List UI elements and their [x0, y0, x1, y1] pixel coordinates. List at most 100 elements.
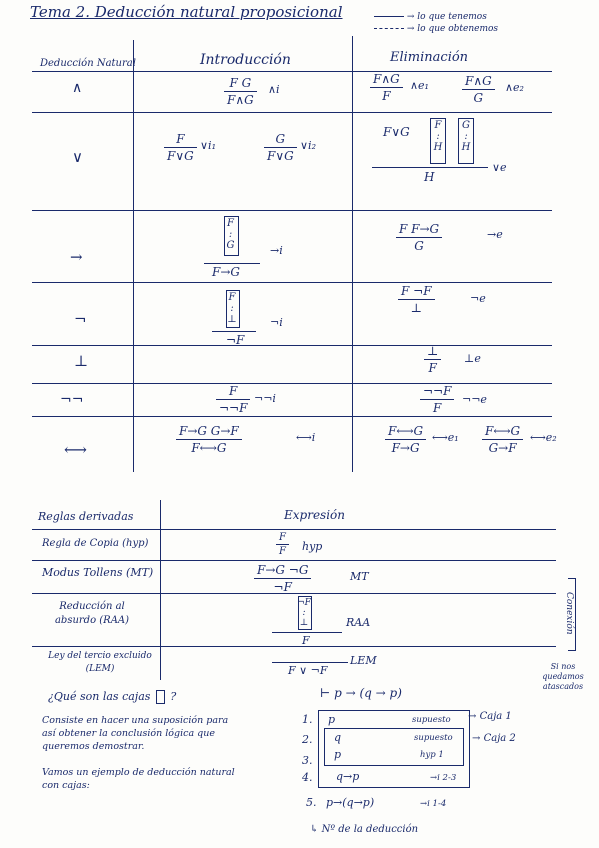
rule-name-lem: Ley del tercio excluido (LEM)	[48, 651, 152, 674]
raa-box-text: ¬F : ⊥	[296, 598, 312, 628]
denominator: F∨G	[267, 149, 294, 163]
rule-label: ¬e	[470, 292, 486, 305]
rule-name-hyp: Regla de Copia (hyp)	[42, 538, 149, 549]
line-rule: supuesto	[414, 733, 453, 743]
box-line: G	[226, 240, 235, 251]
denominator: G	[414, 239, 424, 253]
question-text: ¿Qué son las cajas	[48, 690, 151, 703]
question-tail: ?	[170, 690, 177, 703]
row-line	[32, 416, 552, 417]
op-not: ¬	[74, 310, 87, 328]
line-formula: p	[334, 748, 342, 761]
fraction-bar	[396, 237, 443, 238]
fraction-bar	[385, 439, 427, 440]
fraction-bar	[254, 578, 312, 579]
hyp-expression: F F	[276, 532, 289, 557]
iff-intro: F→G G→F F⟷G	[176, 424, 242, 455]
rule-label: →e	[487, 228, 503, 241]
not-intro-box	[226, 290, 240, 328]
caja-2-label: → Caja 2	[472, 733, 516, 744]
denominator: F	[382, 89, 391, 103]
op-iff: ⟷	[64, 440, 87, 459]
fraction-bar	[276, 544, 289, 545]
op-implies: →	[70, 248, 83, 266]
or-elim-box-1-text: F : H	[431, 120, 445, 153]
rule-label: ∨i₁	[200, 139, 216, 152]
or-intro-1: F F∨G	[164, 132, 197, 163]
iff-elim-1: F⟷G F→G	[385, 424, 427, 455]
page-title: Tema 2. Deducción natural proposicional	[30, 3, 343, 21]
line-number: 1.	[302, 713, 313, 726]
or-elim-bar	[372, 167, 488, 168]
side-bracket-bottom	[568, 650, 576, 651]
table1-divider-2	[352, 36, 353, 472]
fraction-bar	[420, 399, 455, 400]
line-rule: →i 1-4	[420, 799, 447, 809]
numerator: F→G G→F	[179, 424, 239, 438]
rule-label: RAA	[346, 616, 371, 629]
line-formula: p→(q→p)	[326, 796, 375, 809]
rule-label: ⊥e	[464, 352, 481, 365]
desc-line: queremos demostrar.	[42, 741, 145, 752]
not-elim: F ¬F ⊥	[398, 284, 435, 315]
rule-label: ⟷i	[296, 431, 316, 444]
denominator: F⟷G	[191, 441, 227, 455]
fraction-bar	[424, 359, 442, 360]
header-deduccion: Deducción Natural	[40, 58, 136, 69]
box-line: :	[228, 229, 233, 240]
numerator: F	[176, 132, 185, 146]
row-line	[32, 560, 556, 561]
bottom-elim: ⊥ F	[424, 344, 442, 375]
row-line	[32, 593, 556, 594]
double-not-intro: F ¬¬F	[216, 384, 251, 415]
table2-divider	[160, 500, 161, 680]
denominator: ⊥	[410, 301, 422, 315]
header-expresion: Expresión	[284, 508, 345, 522]
implies-elim: F F→G G	[396, 222, 443, 253]
fraction-bar	[482, 439, 524, 440]
fraction-bar	[264, 147, 297, 148]
caja-1-text: Caja 1	[479, 711, 512, 722]
not-intro-conclusion: ¬F	[226, 333, 245, 347]
and-intro: F G F∧G	[224, 76, 257, 107]
box-line: :	[464, 131, 468, 142]
caja-2-box	[324, 728, 464, 766]
line-rule: hyp 1	[420, 750, 444, 760]
numerator: F F→G	[399, 222, 440, 236]
rule-label: hyp	[302, 540, 323, 553]
fraction-bar	[164, 147, 197, 148]
numerator: F	[229, 384, 238, 398]
or-elim-box-1	[430, 118, 446, 164]
table2-header-line	[32, 529, 556, 530]
desc-line: Consiste en hacer una suposición para	[42, 715, 229, 726]
rule-label: ¬¬i	[254, 392, 276, 405]
implies-intro-conclusion: F→G	[212, 265, 240, 279]
fraction-bar	[216, 399, 251, 400]
rule-label: ⟷e₁	[432, 431, 459, 444]
side-note: Si nos quedamos atascados	[542, 662, 584, 691]
numerator: F→G ¬G	[257, 563, 309, 577]
fraction-bar	[224, 91, 257, 92]
box-line: H	[461, 142, 471, 153]
numerator: F	[279, 532, 286, 543]
row-line	[32, 345, 552, 346]
header-eliminacion: Eliminación	[390, 50, 469, 65]
table1-divider-1	[133, 40, 134, 472]
iff-elim-2: F⟷G G→F	[482, 424, 524, 455]
footer-note: ↳ Nº de la deducción	[310, 824, 418, 835]
rule-label: ∨i₂	[300, 139, 316, 152]
row-line	[32, 210, 552, 211]
implies-intro-box	[224, 216, 239, 256]
legend-row-2: → lo que obtenemos	[374, 24, 498, 36]
numerator: F⟷G	[388, 424, 424, 438]
row-line	[32, 383, 552, 384]
header-introduccion: Introducción	[200, 52, 291, 68]
row-line	[32, 112, 552, 113]
cajas-question: ¿Qué son las cajas ?	[48, 690, 176, 704]
numerator: G	[275, 132, 286, 146]
example-line: con cajas:	[42, 780, 90, 791]
legend-dashed-line	[374, 28, 404, 29]
rule-label: ∧i	[268, 83, 280, 96]
rule-label: ¬i	[270, 316, 283, 329]
